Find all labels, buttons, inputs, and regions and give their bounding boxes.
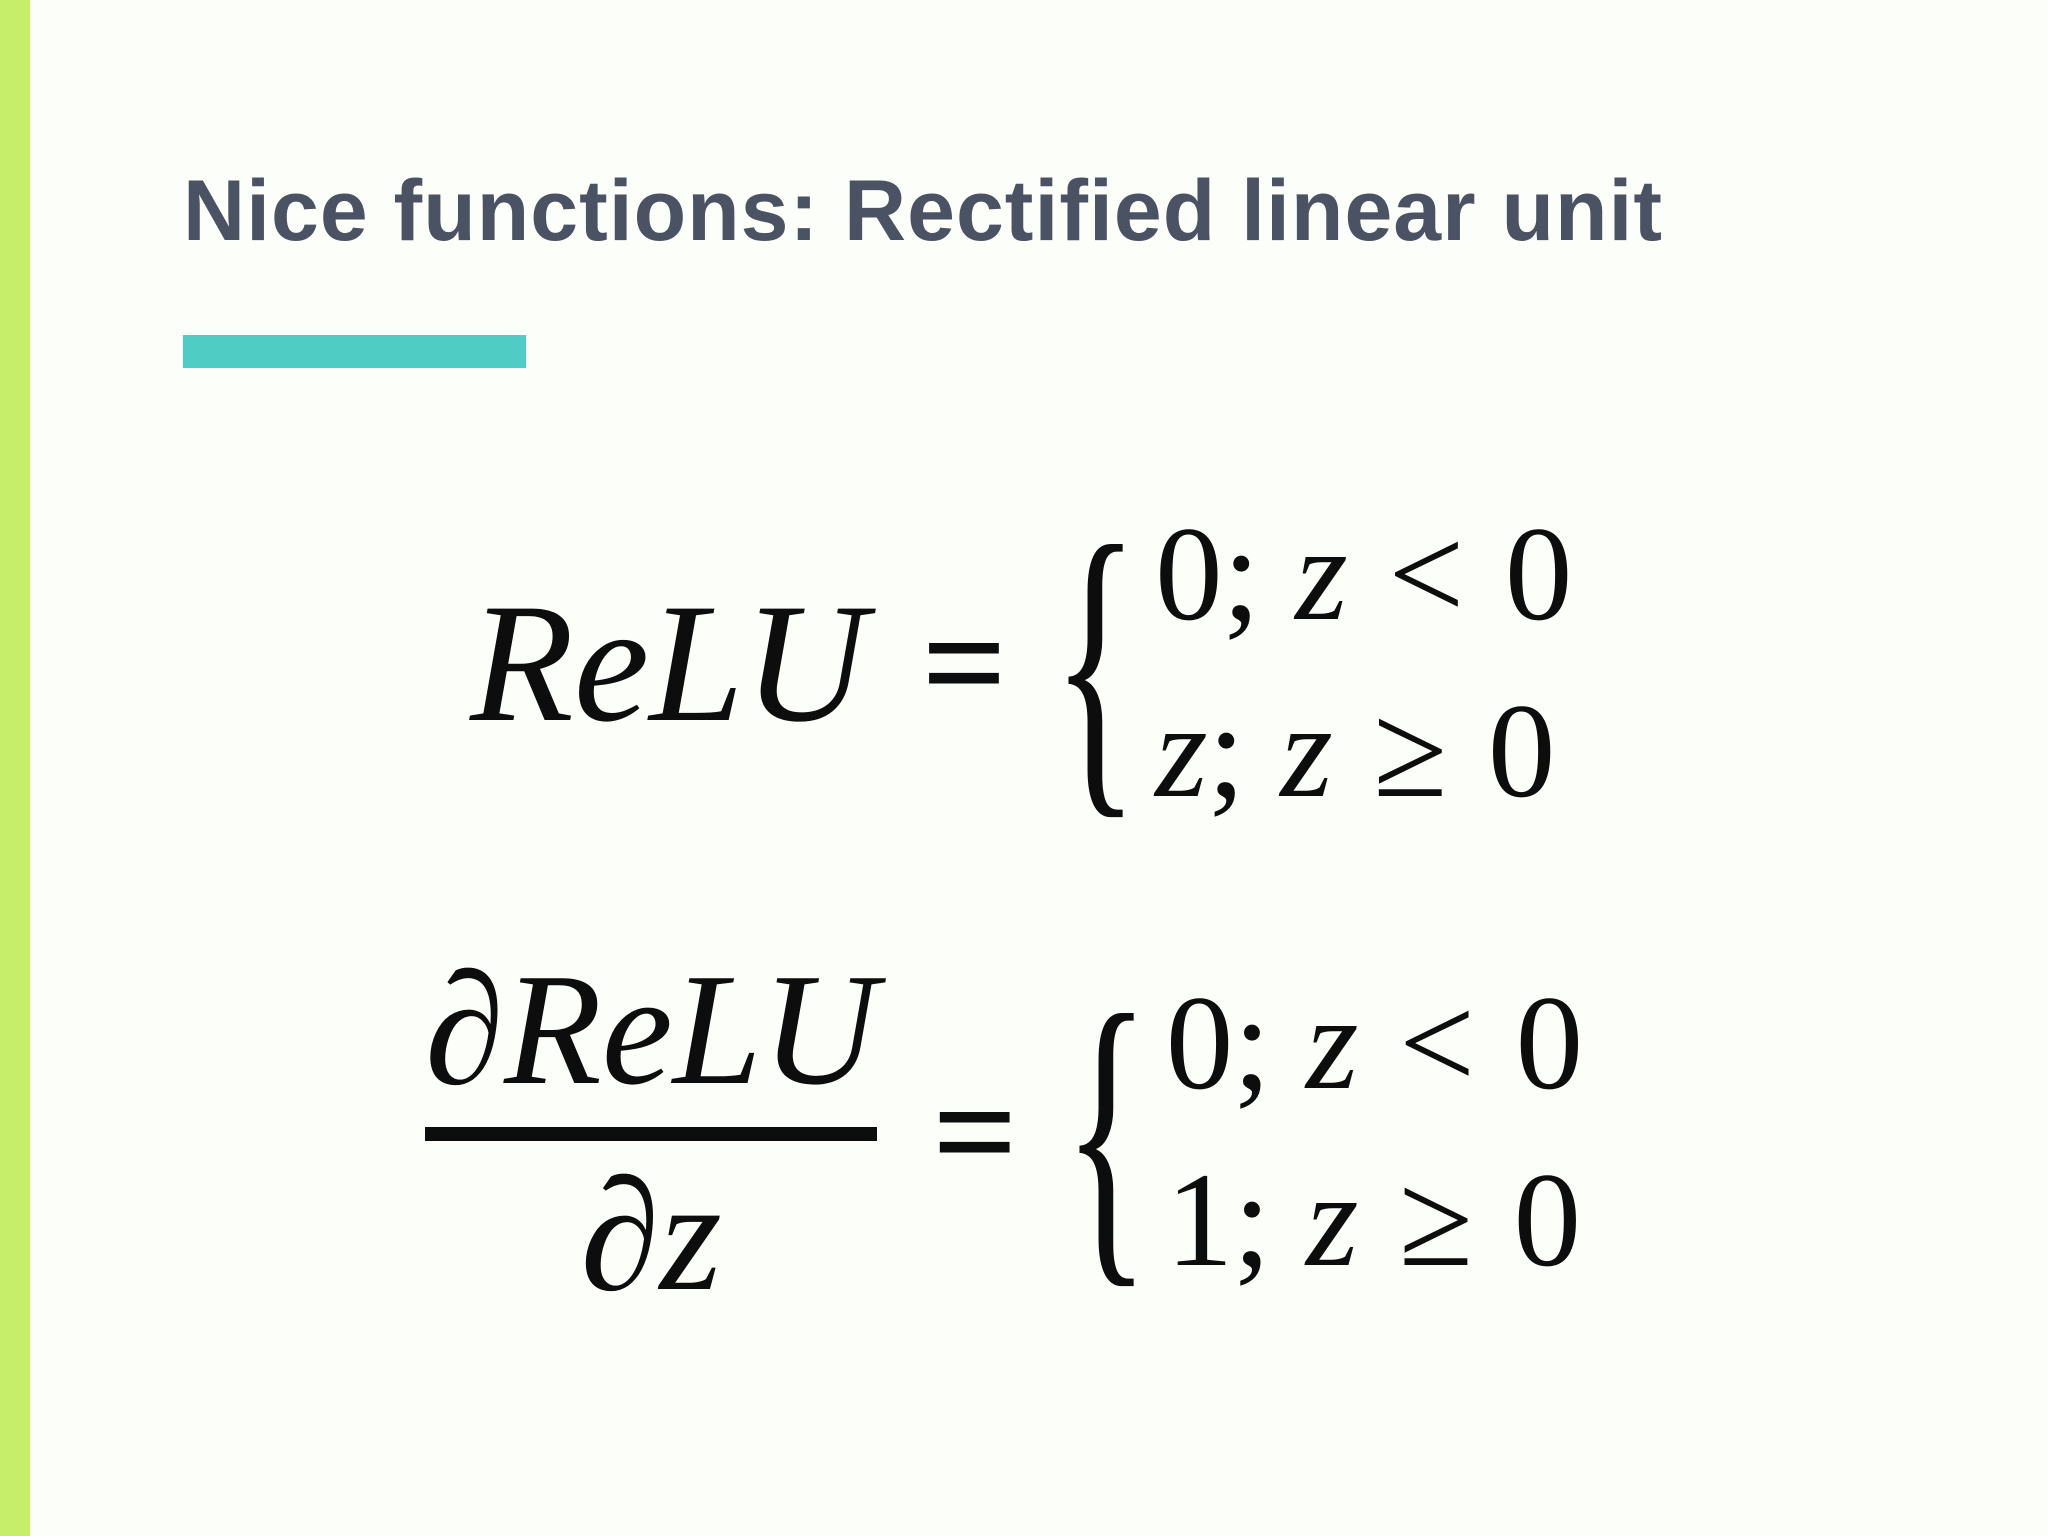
case-separator: ; — [1222, 500, 1261, 649]
case-separator: ; — [1233, 1146, 1271, 1295]
case-variable: z — [1280, 677, 1333, 827]
relu-derivative-equation: ∂ReLU ∂z = { 0; z < 0 1; z ≥ 0 — [425, 945, 1583, 1319]
relu-label: ReLU — [470, 569, 867, 758]
case-bound: 0 — [1515, 968, 1584, 1118]
case-variable: z — [1305, 1146, 1359, 1295]
case-variable: z — [1305, 968, 1359, 1118]
left-accent-bar — [0, 0, 30, 1536]
case-value: 1 — [1165, 1146, 1234, 1295]
case-value: 0 — [1165, 968, 1234, 1118]
relu-case-negative: 0; z < 0 — [1155, 497, 1572, 652]
derivative-case-negative: 0; z < 0 — [1166, 966, 1583, 1121]
derivative-fraction: ∂ReLU ∂z — [425, 940, 878, 1324]
case-bound: 0 — [1487, 677, 1556, 827]
relu-case-nonnegative: z; z ≥ 0 — [1155, 674, 1572, 829]
case-variable: z — [1295, 500, 1348, 649]
case-bound: 0 — [1513, 1146, 1582, 1295]
case-value: z — [1155, 677, 1208, 827]
derivative-cases: 0; z < 0 1; z ≥ 0 — [1166, 966, 1583, 1299]
greater-equal-sign: ≥ — [1398, 1146, 1474, 1295]
greater-equal-sign: ≥ — [1373, 677, 1448, 827]
case-value: 0 — [1155, 500, 1223, 649]
less-than-sign: < — [1398, 968, 1476, 1118]
title-underline — [183, 335, 526, 368]
relu-cases: 0; z < 0 z; z ≥ 0 — [1155, 497, 1572, 830]
case-separator: ; — [1233, 968, 1271, 1118]
relu-equation: ReLU = { 0; z < 0 z; z ≥ 0 — [470, 497, 1572, 830]
equals-sign: = — [921, 580, 1008, 747]
fraction-denominator: ∂z — [580, 1146, 722, 1324]
fraction-numerator: ∂ReLU — [425, 940, 878, 1118]
cases-brace: { — [1062, 949, 1150, 1314]
case-bound: 0 — [1504, 500, 1573, 649]
derivative-case-nonnegative: 1; z ≥ 0 — [1166, 1143, 1583, 1298]
cases-brace: { — [1052, 480, 1140, 846]
case-separator: ; — [1207, 677, 1246, 827]
slide-title: Nice functions: Rectified linear unit — [183, 163, 1664, 259]
fraction-bar — [425, 1127, 878, 1141]
equals-sign: = — [932, 1049, 1018, 1215]
less-than-sign: < — [1388, 500, 1465, 649]
